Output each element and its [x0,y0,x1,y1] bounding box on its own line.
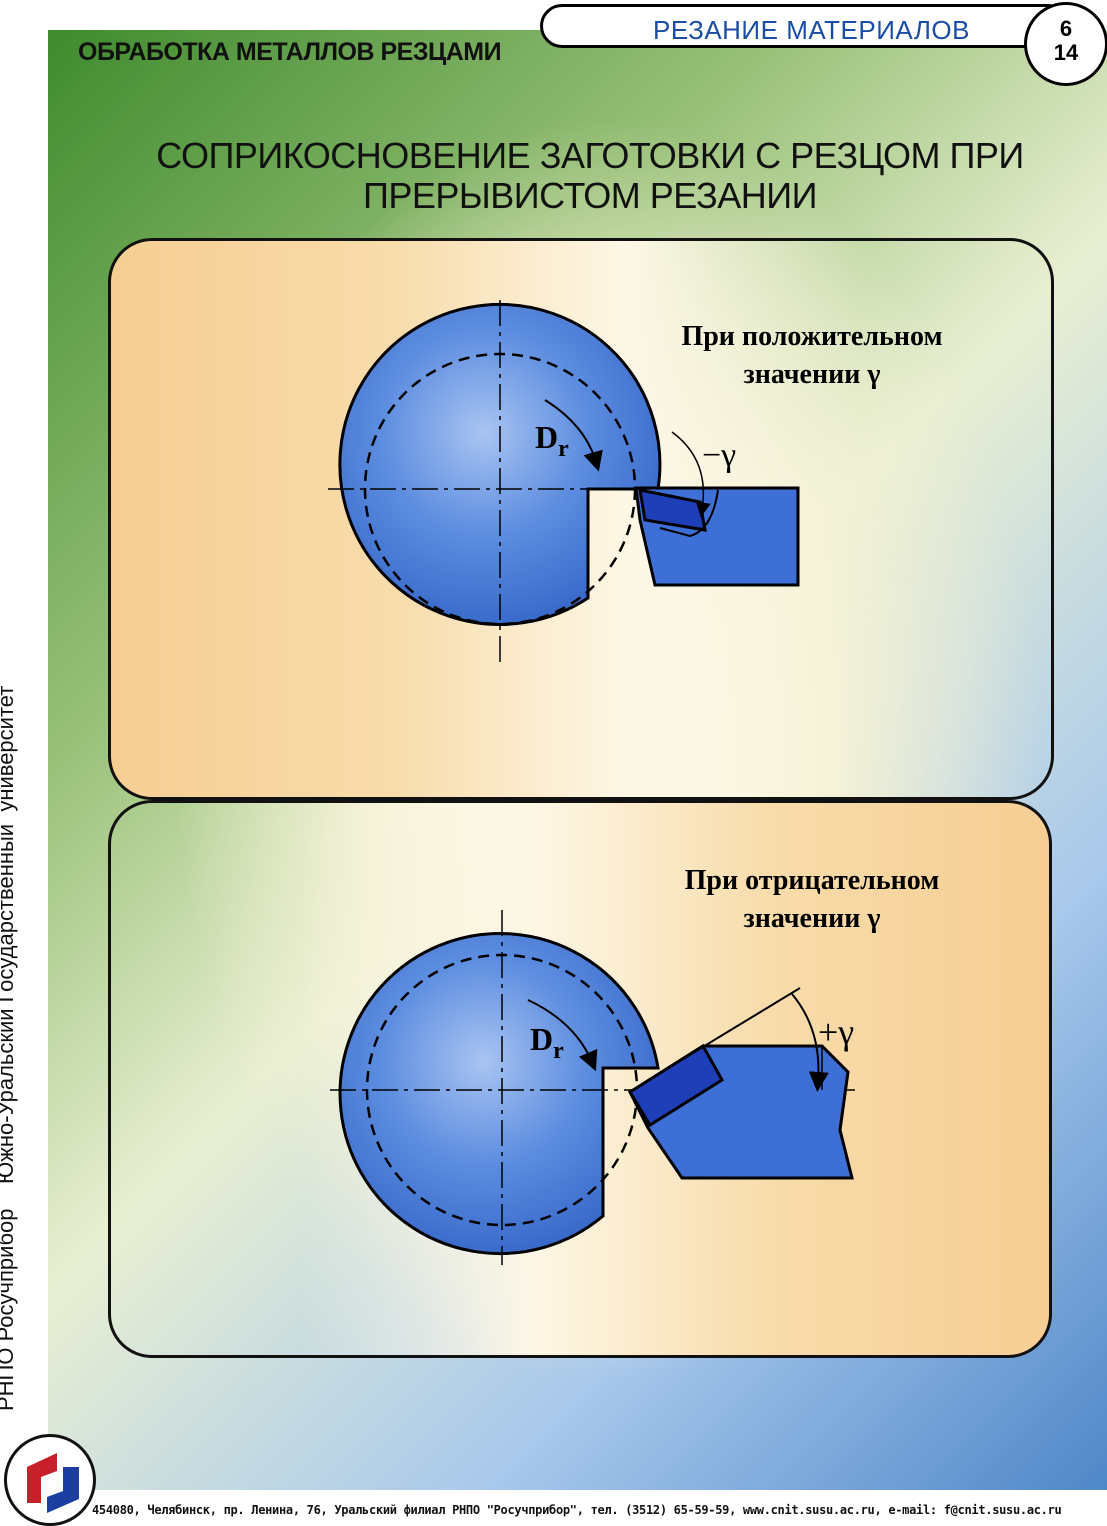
page-total: 14 [1053,40,1079,65]
page-number-badge: 6 14 [1024,2,1107,86]
caption-positive-line-2: значении γ [743,359,881,390]
caption-negative-line-1: При отрицательном [684,865,940,896]
angle-label-top: −γ [702,437,736,474]
title-line-1: СОПРИКОСНОВЕНИЕ ЗАГОТОВКИ С РЕЗЦОМ ПРИ [156,135,1024,176]
caption-negative: При отрицательном значении γ [652,862,972,938]
rotation-label-bottom: Dr [530,1021,564,1064]
page-title: СОПРИКОСНОВЕНИЕ ЗАГОТОВКИ С РЕЗЦОМ ПРИ П… [150,136,1030,216]
footer-contact: 454080, Челябинск, пр. Ленина, 76, Ураль… [92,1503,1062,1517]
cutting-tool-bottom [627,987,854,1180]
workpiece-top [328,300,662,665]
page-number: 6 [1059,16,1073,41]
caption-positive: При положительном значении γ [652,318,972,394]
subject-label: РЕЗАНИЕ МАТЕРИАЛОВ [653,15,970,45]
section-title: ОБРАБОТКА МЕТАЛЛОВ РЕЗЦАМИ [78,38,502,66]
rosuchpribor-logo-icon [4,1434,96,1526]
panel-negative-gamma [108,800,1052,1358]
caption-negative-line-2: значении γ [743,903,881,934]
caption-positive-line-1: При положительном [681,321,943,352]
side-publisher-text: РНПО Росучприбор Южно-Уральский Государс… [0,685,18,1411]
angle-label-bottom: +γ [818,1012,854,1052]
rotation-label-top: Dr [535,419,569,462]
cutting-tool-top [634,431,800,587]
title-line-2: ПРЕРЫВИСТОМ РЕЗАНИИ [362,175,818,216]
subject-tab: РЕЗАНИЕ МАТЕРИАЛОВ [540,4,1070,48]
